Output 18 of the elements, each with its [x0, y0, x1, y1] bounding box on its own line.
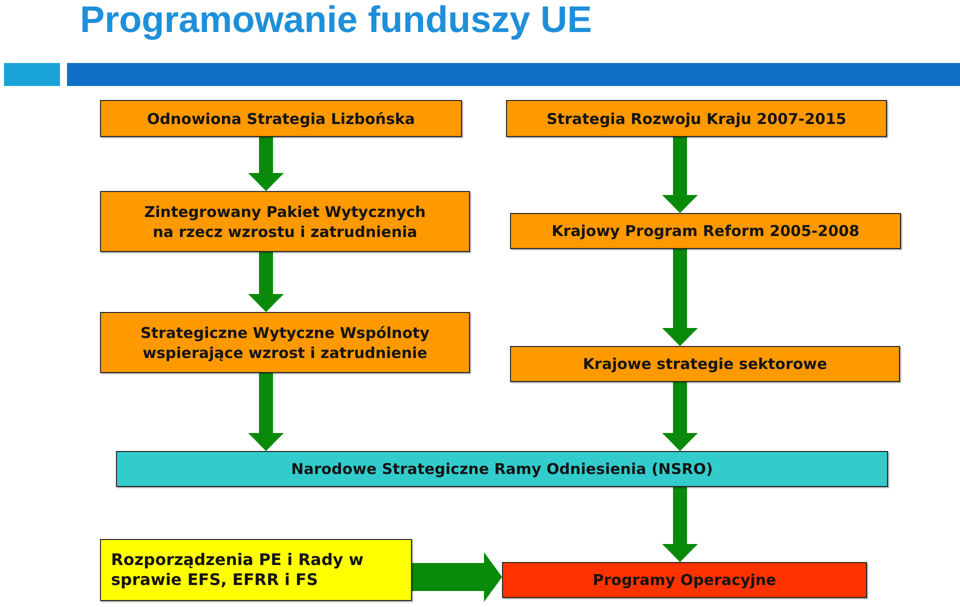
process-box: Narodowe Strategiczne Ramy Odniesienia (NSRO): [116, 451, 888, 487]
page-title: Programowanie funduszy UE: [80, 0, 592, 40]
arrow: [662, 137, 698, 213]
arrow: [662, 382, 698, 451]
process-box: Strategia Rozwoju Kraju 2007-2015: [506, 100, 887, 137]
arrow: [662, 249, 698, 346]
arrow: [248, 373, 284, 451]
process-box: Odnowiona Strategia Lizbońska: [100, 100, 462, 137]
process-box: Strategiczne Wytyczne Wspólnoty wspierające wzrost i zatrudnienie: [100, 312, 470, 373]
process-box: Krajowy Program Reform 2005-2008: [510, 213, 901, 249]
arrow: [248, 137, 284, 191]
process-box: Rozporządzenia PE i Rady w sprawie EFS, EFRR i FS: [100, 539, 412, 601]
process-box: Krajowe strategie sektorowe: [510, 346, 900, 382]
process-box: Programy Operacyjne: [502, 562, 867, 598]
arrow: [412, 552, 502, 602]
arrow: [662, 487, 698, 562]
process-box: Zintegrowany Pakiet Wytycznych na rzecz wzrostu i zatrudnienia: [100, 191, 470, 252]
arrow: [248, 252, 284, 312]
